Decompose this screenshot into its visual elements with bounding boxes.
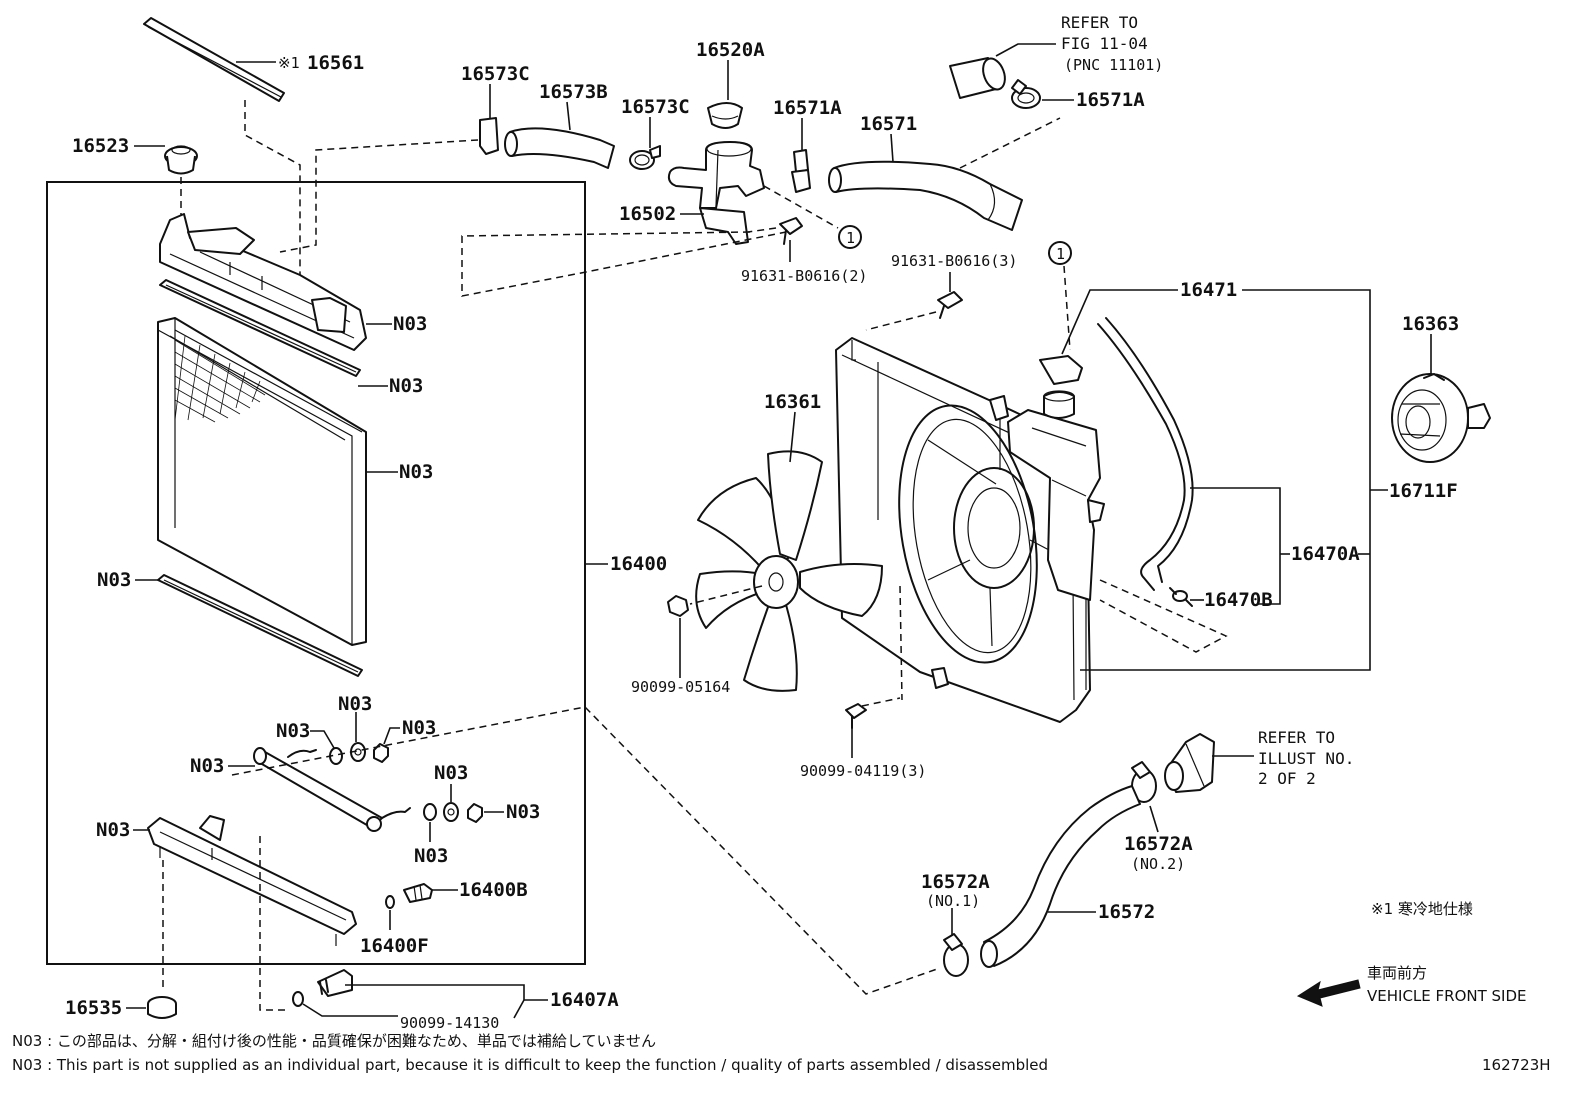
label-16561[interactable]: 16561 xyxy=(307,52,364,74)
figure-id: 162723H xyxy=(1482,1056,1551,1074)
water-inlet-ref xyxy=(1164,733,1215,793)
washer-set-upper xyxy=(329,742,389,765)
label-16572A-1-sub: (NO.1) xyxy=(926,892,980,910)
upper-gasket xyxy=(159,279,361,377)
svg-text:1: 1 xyxy=(846,229,855,247)
label-16711F[interactable]: 16711F xyxy=(1389,480,1458,502)
radiator-cap-16523[interactable] xyxy=(164,145,198,175)
label-n03-9[interactable]: N03 xyxy=(434,762,468,784)
hose-clamp-16573C-b[interactable] xyxy=(629,145,661,170)
label-16573B[interactable]: 16573B xyxy=(539,81,608,103)
hose-clamp-16573C-a[interactable] xyxy=(479,117,499,155)
label-90099-04119[interactable]: 90099-04119(3) xyxy=(800,762,926,780)
label-16470A[interactable]: 16470A xyxy=(1291,543,1360,565)
engine-hose-ref xyxy=(949,57,1006,99)
ref-circle-1-b: 1 xyxy=(1048,241,1072,265)
reserve-tank-hose[interactable] xyxy=(1097,317,1194,591)
svg-text:1: 1 xyxy=(1056,245,1065,263)
hose-clamp-16571A-b[interactable] xyxy=(1011,79,1041,109)
label-16573C-b[interactable]: 16573C xyxy=(621,96,690,118)
label-n03-6[interactable]: N03 xyxy=(276,720,310,742)
cooling-fan-16361[interactable] xyxy=(695,450,883,692)
label-16400F[interactable]: 16400F xyxy=(360,935,429,957)
label-n03-8[interactable]: N03 xyxy=(402,717,436,739)
vehicle-front-arrow-icon xyxy=(1296,979,1361,1007)
label-n03-4[interactable]: N03 xyxy=(97,569,131,591)
label-n03-3[interactable]: N03 xyxy=(399,461,433,483)
n03-note-en: N03 : This part is not supplied as an in… xyxy=(12,1056,1048,1074)
water-outlet-16502[interactable] xyxy=(667,141,765,245)
nut-90099-05164[interactable] xyxy=(667,595,689,617)
label-n03-11[interactable]: N03 xyxy=(414,845,448,867)
label-16523[interactable]: 16523 xyxy=(72,135,129,157)
label-16363[interactable]: 16363 xyxy=(1402,313,1459,335)
n03-note-jp: N03 : この部品は、分解・組付け後の性能・品質確保が困難なため、単品では補給… xyxy=(12,1032,656,1050)
label-90099-14130[interactable]: 90099-14130 xyxy=(400,1014,499,1032)
drain-cock-16400B[interactable] xyxy=(403,883,433,903)
label-16535[interactable]: 16535 xyxy=(65,997,122,1019)
label-n03-7[interactable]: N03 xyxy=(338,693,372,715)
label-16502[interactable]: 16502 xyxy=(619,203,676,225)
ref-fig-line2[interactable]: FIG 11-04 xyxy=(1061,34,1148,53)
ref-illust-line1: REFER TO xyxy=(1258,728,1335,747)
label-n03-2[interactable]: N03 xyxy=(389,375,423,397)
bolt-90099-04119[interactable] xyxy=(845,703,867,729)
washer-set-lower xyxy=(423,802,483,823)
label-16561-mark: ※1 xyxy=(278,54,300,72)
fan-motor-16363[interactable] xyxy=(1391,373,1491,463)
seal-strip-16561[interactable] xyxy=(143,17,285,102)
label-16572A-2-sub: (NO.2) xyxy=(1131,855,1185,873)
bolt-91631-B0616-3[interactable] xyxy=(937,291,963,319)
label-16571A-a[interactable]: 16571A xyxy=(773,97,842,119)
reserve-tank-cap-16471[interactable] xyxy=(1039,355,1083,385)
label-16470B[interactable]: 16470B xyxy=(1204,589,1273,611)
label-90099-05164[interactable]: 90099-05164 xyxy=(631,678,730,696)
hose-clamp-16470B[interactable] xyxy=(1169,587,1193,607)
label-n03-1[interactable]: N03 xyxy=(393,313,427,335)
label-16407A[interactable]: 16407A xyxy=(550,989,619,1011)
o-ring-16400F[interactable] xyxy=(385,895,395,909)
label-16571[interactable]: 16571 xyxy=(860,113,917,135)
bolt-91631-B0616-2[interactable] xyxy=(779,217,803,245)
radiator-core xyxy=(157,317,398,646)
front-label-en: VEHICLE FRONT SIDE xyxy=(1367,987,1527,1005)
radiator-lower-tank xyxy=(147,815,357,946)
ref-illust-line2[interactable]: ILLUST NO. xyxy=(1258,749,1354,768)
label-16361[interactable]: 16361 xyxy=(764,391,821,413)
radiator-hose-16571[interactable] xyxy=(828,160,1023,231)
reserve-tank-16470A[interactable] xyxy=(1007,390,1105,601)
cushion-16535[interactable] xyxy=(147,996,177,1019)
label-16572A-2[interactable]: 16572A xyxy=(1124,833,1193,855)
label-n03-12[interactable]: N03 xyxy=(96,819,130,841)
label-16571A-b[interactable]: 16571A xyxy=(1076,89,1145,111)
ref-circle-1-a: 1 xyxy=(838,225,862,249)
label-16400B[interactable]: 16400B xyxy=(459,879,528,901)
hose-clamp-16571A-a[interactable] xyxy=(791,149,811,193)
label-n03-10[interactable]: N03 xyxy=(506,801,540,823)
front-label-jp: 車両前方 xyxy=(1367,964,1427,982)
label-bolt-2[interactable]: 91631-B0616(2) xyxy=(741,267,867,285)
label-16572[interactable]: 16572 xyxy=(1098,901,1155,923)
o-ring-90099-14130[interactable] xyxy=(292,991,304,1007)
label-bolt-3[interactable]: 91631-B0616(3) xyxy=(891,252,1017,270)
label-n03-5[interactable]: N03 xyxy=(190,755,224,777)
label-16520A[interactable]: 16520A xyxy=(696,39,765,61)
plug-16407A[interactable] xyxy=(317,969,353,997)
ref-illust-line3: 2 OF 2 xyxy=(1258,769,1316,788)
radiator-upper-tank xyxy=(159,213,367,351)
radiator-hose-16572[interactable] xyxy=(980,785,1141,968)
cold-spec-note: ※1 寒冷地仕様 xyxy=(1371,900,1473,918)
cap-16520A[interactable] xyxy=(707,102,743,129)
lower-gasket xyxy=(157,574,363,677)
label-16572A-1[interactable]: 16572A xyxy=(921,871,990,893)
ref-fig-line1: REFER TO xyxy=(1061,13,1138,32)
radiator-hose-16573B[interactable] xyxy=(504,127,615,169)
hose-clamp-16572A-no1[interactable] xyxy=(943,933,969,977)
label-16400[interactable]: 16400 xyxy=(610,553,667,575)
label-16471[interactable]: 16471 xyxy=(1180,279,1237,301)
oil-cooler-pipe xyxy=(253,747,411,832)
label-16573C-a[interactable]: 16573C xyxy=(461,63,530,85)
ref-fig-line3: (PNC 11101) xyxy=(1064,56,1163,74)
